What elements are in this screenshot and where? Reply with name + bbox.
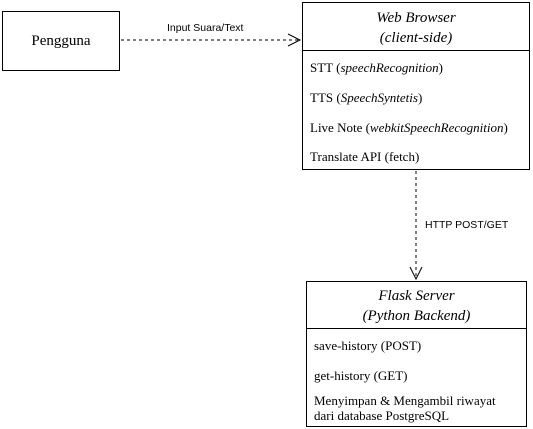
web-browser-header: Web Browser (client-side): [303, 3, 529, 51]
browser-item-live-note: Live Note (webkitSpeechRecognition): [310, 120, 508, 135]
browser-server-edge-label: HTTP POST/GET: [425, 219, 509, 231]
browser-to-server-arrowhead: [409, 266, 423, 281]
web-browser-title: Web Browser: [376, 10, 456, 26]
browser-item-stt: STT (speechRecognition): [310, 60, 443, 75]
flask-server-title: Flask Server: [378, 288, 455, 304]
browser-item-translate-api: Translate API (fetch): [310, 149, 420, 164]
server-item-save-history: save-history (POST): [314, 338, 422, 353]
flask-server-node: Flask Server (Python Backend) save-histo…: [306, 281, 527, 427]
user-node: Pengguna: [2, 11, 120, 71]
web-browser-subtitle: (client-side): [379, 30, 453, 46]
web-browser-node: Web Browser (client-side) STT (speechRec…: [302, 2, 530, 170]
user-label: Pengguna: [31, 32, 91, 49]
server-item-description-line2: dari database PostgreSQL: [314, 408, 450, 423]
flask-server-header: Flask Server (Python Backend): [307, 282, 526, 329]
server-item-get-history: get-history (GET): [314, 368, 408, 383]
flask-server-subtitle: (Python Backend): [362, 308, 471, 324]
server-item-description-line1: Menyimpan & Mengambil riwayat: [314, 393, 496, 408]
user-browser-edge-label: Input Suara/Text: [167, 22, 244, 34]
browser-item-tts: TTS (SpeechSyntetis): [310, 90, 423, 105]
user-to-browser-arrowhead: [287, 33, 302, 47]
